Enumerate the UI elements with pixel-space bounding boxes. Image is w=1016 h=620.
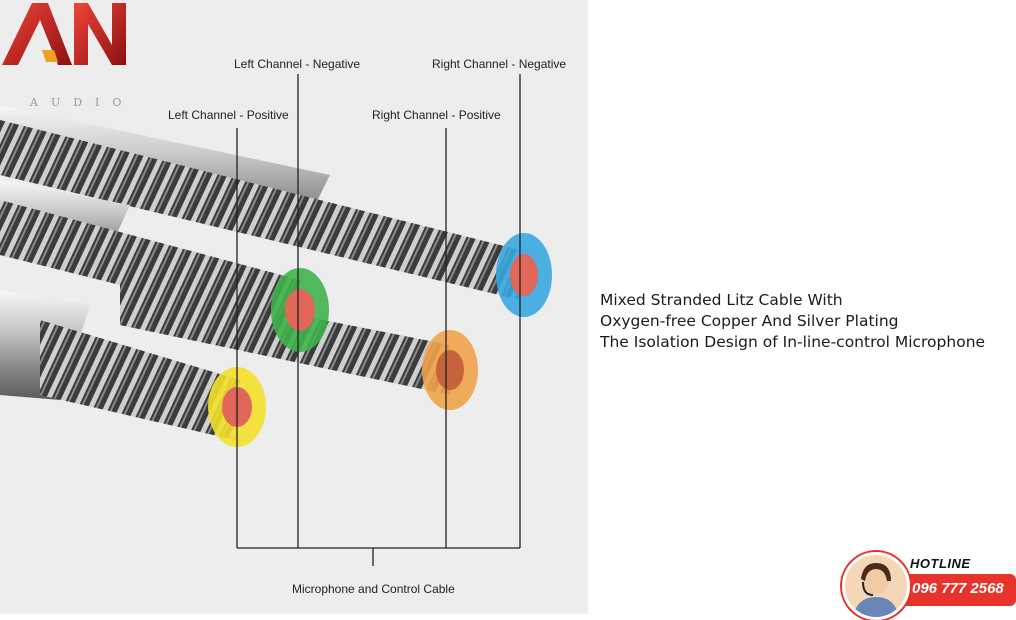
cable-jacket-bottom xyxy=(0,290,240,440)
core-blue-right-negative xyxy=(496,233,552,317)
product-description: Mixed Stranded Litz Cable With Oxygen-fr… xyxy=(600,290,985,353)
hotline-number[interactable]: 096 777 2568 xyxy=(912,580,1004,597)
support-agent-avatar xyxy=(842,552,910,620)
an-audio-logo xyxy=(2,3,126,65)
description-line-3: The Isolation Design of In-line-control … xyxy=(600,333,986,351)
label-microphone-control-cable: Microphone and Control Cable xyxy=(292,582,455,596)
hotline-title: HOTLINE xyxy=(910,556,971,571)
label-left-channel-positive: Left Channel - Positive xyxy=(168,108,289,122)
cable-illustration xyxy=(0,74,552,566)
hotline-bar xyxy=(904,574,1016,606)
label-right-channel-negative: Right Channel - Negative xyxy=(432,57,567,71)
cable-illustration-panel: AUDIO Left Channel - Negative Right Chan… xyxy=(0,0,588,614)
logo-subtitle: AUDIO xyxy=(30,96,135,109)
leader-lines xyxy=(236,74,521,566)
label-left-channel-negative: Left Channel - Negative xyxy=(234,57,361,71)
support-agent-icon xyxy=(853,563,899,617)
core-orange-right-positive xyxy=(422,330,478,410)
cable-jacket-top xyxy=(0,105,520,300)
core-green-left-negative xyxy=(271,268,329,352)
description-line-2: Oxygen-free Copper And Silver Plating xyxy=(600,312,899,330)
description-line-1: Mixed Stranded Litz Cable With xyxy=(600,291,843,309)
hotline-widget[interactable]: HOTLINE 096 777 2568 xyxy=(840,550,1016,620)
label-right-channel-positive: Right Channel - Positive xyxy=(372,108,501,122)
